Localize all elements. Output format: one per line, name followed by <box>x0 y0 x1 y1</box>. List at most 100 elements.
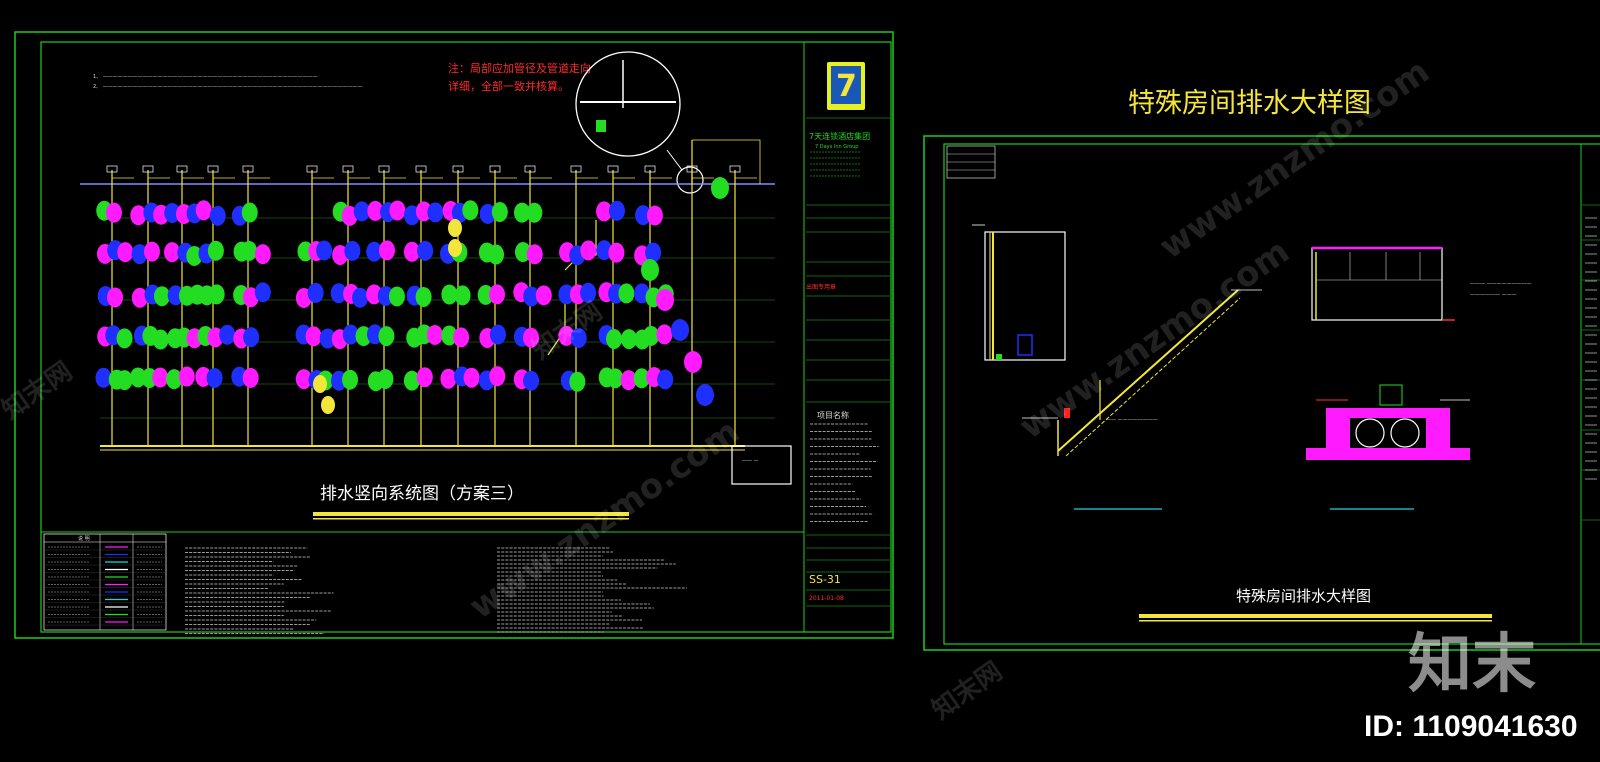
fixture-symbol <box>341 205 358 226</box>
pit-pipe-2 <box>1390 418 1420 448</box>
fixture-symbol <box>219 324 236 345</box>
sheet1-outer-frame <box>14 31 894 639</box>
fixture-symbol <box>477 284 494 305</box>
watermark-site-cn: 知末网 <box>0 356 78 425</box>
fixture-symbol <box>367 200 384 221</box>
fixture-symbol <box>417 240 434 261</box>
fixture-symbol <box>489 366 506 387</box>
vent-cap <box>489 165 501 173</box>
fixture-symbol <box>130 367 147 388</box>
fixture-symbol <box>620 370 637 391</box>
fixture-symbol <box>254 244 271 265</box>
pit-base <box>1306 448 1470 460</box>
fixture-symbol <box>526 244 543 265</box>
fixture-symbol <box>641 259 659 281</box>
watermark-site: www.znzmo.com <box>1152 51 1437 267</box>
fixture-symbol <box>164 202 181 223</box>
sloped-pipe-detail: —— ———————— <box>1022 289 1262 510</box>
design-notes <box>185 547 687 634</box>
vent-cap <box>176 165 188 173</box>
cabinet-outline <box>1311 247 1443 321</box>
fixture-symbol <box>479 203 496 224</box>
fixture-symbol <box>378 240 395 261</box>
fixture-symbol <box>143 241 160 262</box>
legend-table: 说 明 <box>43 533 167 631</box>
pit-detail <box>1306 384 1470 510</box>
fixture-symbol <box>416 367 433 388</box>
fixture-symbol <box>208 284 225 305</box>
watermark-id: ID: 1109041630 <box>1364 710 1578 743</box>
sheet1-title-underline-2 <box>313 518 629 520</box>
fixture-symbol <box>389 200 406 221</box>
company-name: 7天连锁酒店集团 <box>809 131 870 141</box>
sheet2-title-underline-2 <box>1139 620 1492 622</box>
fixture-symbol <box>164 242 181 263</box>
fixture-symbol <box>463 367 480 388</box>
pit-pipe-1 <box>1355 418 1385 448</box>
fixture-symbol <box>186 245 203 266</box>
fixture-symbol <box>523 327 540 348</box>
legend-rows <box>44 546 166 626</box>
fixture-symbol <box>353 201 370 222</box>
sheet2-top-title: 特殊房间排水大样图 <box>1128 88 1371 119</box>
watermark-site: www.znzmo.com <box>1012 231 1297 447</box>
sheet1: 1、 —————————————————————————————————————… <box>14 31 894 639</box>
fixture-symbol <box>620 329 637 350</box>
fixture-symbol <box>130 205 147 226</box>
fixture-symbol-highlight <box>448 239 462 257</box>
fixture-symbol <box>388 286 405 307</box>
fixture-symbol <box>514 242 531 263</box>
fixture-symbol-highlight <box>321 396 335 414</box>
fixture-symbol <box>489 284 506 305</box>
fixture-symbol <box>295 369 312 390</box>
sloped-note: —— ———————— <box>1106 417 1158 423</box>
fixture-symbol <box>607 368 624 389</box>
fixture-symbol <box>377 285 394 306</box>
sloped-pipe-2 <box>1065 297 1241 457</box>
cabinet-note-2: —————— ——— <box>1470 292 1517 298</box>
note-line-2: 2、 —————————————————————————————————————… <box>93 84 363 90</box>
fixture-symbol <box>596 240 613 261</box>
fixture-symbol <box>426 324 443 345</box>
fixture-symbol <box>342 324 359 345</box>
vent-cap <box>106 165 118 173</box>
sheet2-bottom-title: 特殊房间排水大样图 <box>1236 587 1371 605</box>
company-logo-inner <box>831 66 861 104</box>
sheet1-title: 排水竖向系统图（方案三） <box>320 484 524 504</box>
fixture-symbol <box>207 327 224 348</box>
fixture-symbol <box>178 366 195 387</box>
vent-cap <box>142 165 154 173</box>
fixture-symbol <box>167 285 184 306</box>
fixture-symbol <box>580 240 597 261</box>
fixture-symbol <box>131 287 148 308</box>
fixture-symbol <box>305 326 322 347</box>
note-line-1: 1、 —————————————————————————————————————… <box>93 74 318 80</box>
detail-callout-circle <box>676 166 704 194</box>
vent-cap <box>644 165 656 173</box>
fixture-symbol <box>618 283 635 304</box>
fixture-symbol <box>242 367 259 388</box>
fixture-symbol <box>344 240 361 261</box>
fixture-symbol <box>441 284 458 305</box>
fixture-symbol <box>152 329 169 350</box>
fixture-symbol <box>645 242 662 263</box>
fixture-symbol <box>596 201 613 222</box>
drawing-number: SS-31 <box>809 573 841 586</box>
room-wc <box>1017 334 1033 356</box>
fixture-symbol <box>523 286 540 307</box>
fixture-symbol <box>606 329 623 350</box>
watermarks: www.znzmo.com www.znzmo.com www.znzmo.co… <box>0 51 1578 743</box>
drawing-date: 2011-01-08 <box>809 595 844 602</box>
fixture-symbol-highlight <box>448 219 462 237</box>
fixture-symbol <box>633 368 650 389</box>
cabinet-note: ——— ————————— <box>1470 281 1532 287</box>
fixture-symbol <box>427 202 444 223</box>
fixture-symbol <box>307 282 324 303</box>
sheet1-inner-frame <box>40 41 892 633</box>
fixture-symbol <box>570 328 587 349</box>
project-label: 项目名称 <box>817 410 849 420</box>
stamp-label: 出图专用章 <box>806 283 836 291</box>
fixture-symbol <box>684 351 702 373</box>
fixture-symbol <box>491 201 508 222</box>
logo-glyph: 7 <box>836 69 857 104</box>
